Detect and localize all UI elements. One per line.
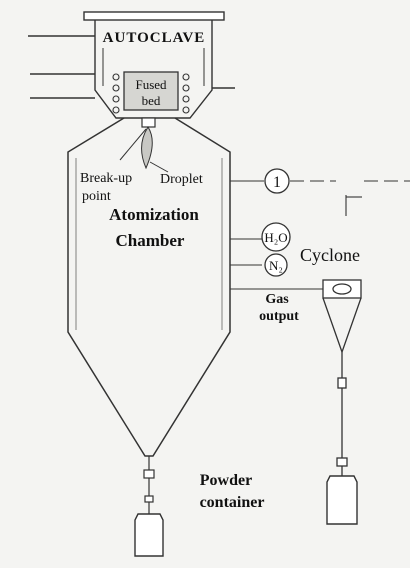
powder-label-line1: Powder xyxy=(200,472,252,489)
port-lines xyxy=(230,180,410,290)
cyclone xyxy=(322,279,362,476)
port-h2o: H₂O xyxy=(261,222,291,252)
cyclone-label: Cyclone xyxy=(300,245,360,265)
gas-output-label-line2: output xyxy=(259,309,299,324)
atomization-chamber xyxy=(67,117,231,457)
chamber-label-line2: Chamber xyxy=(116,231,185,250)
chamber-label-line1: Atomization xyxy=(109,205,199,224)
heating-coil-left xyxy=(112,73,120,114)
port-n2-label: N₂ xyxy=(269,258,283,273)
port-1: 1 xyxy=(264,168,290,194)
heating-coil-right xyxy=(182,73,190,114)
nozzle xyxy=(141,117,156,128)
breakup-label-line1: Break-up xyxy=(80,171,132,186)
droplet-label: Droplet xyxy=(160,172,203,187)
fused-bed-label-line1: Fused xyxy=(135,77,167,92)
breakup-leader xyxy=(119,128,147,161)
autoclave-lid xyxy=(83,11,225,21)
autoclave-label: AUTOCLAVE xyxy=(103,30,206,46)
port-n2: N₂ xyxy=(264,253,288,277)
gas-output-label-line1: Gas xyxy=(265,292,289,307)
droplet-shape xyxy=(141,126,153,170)
fused-bed-label-line2: bed xyxy=(142,93,161,108)
powder-outlet xyxy=(143,456,155,514)
port-h2o-label: H₂O xyxy=(264,230,287,245)
powder-container xyxy=(134,513,164,557)
cyclone-container xyxy=(326,475,358,525)
port-1-label: 1 xyxy=(273,174,281,191)
chamber-inner-wall xyxy=(75,158,223,330)
fused-bed-crucible xyxy=(123,71,179,111)
droplet-leader xyxy=(149,161,169,173)
breakup-label-line2: point xyxy=(82,189,111,204)
powder-label-line2: container xyxy=(200,494,265,511)
